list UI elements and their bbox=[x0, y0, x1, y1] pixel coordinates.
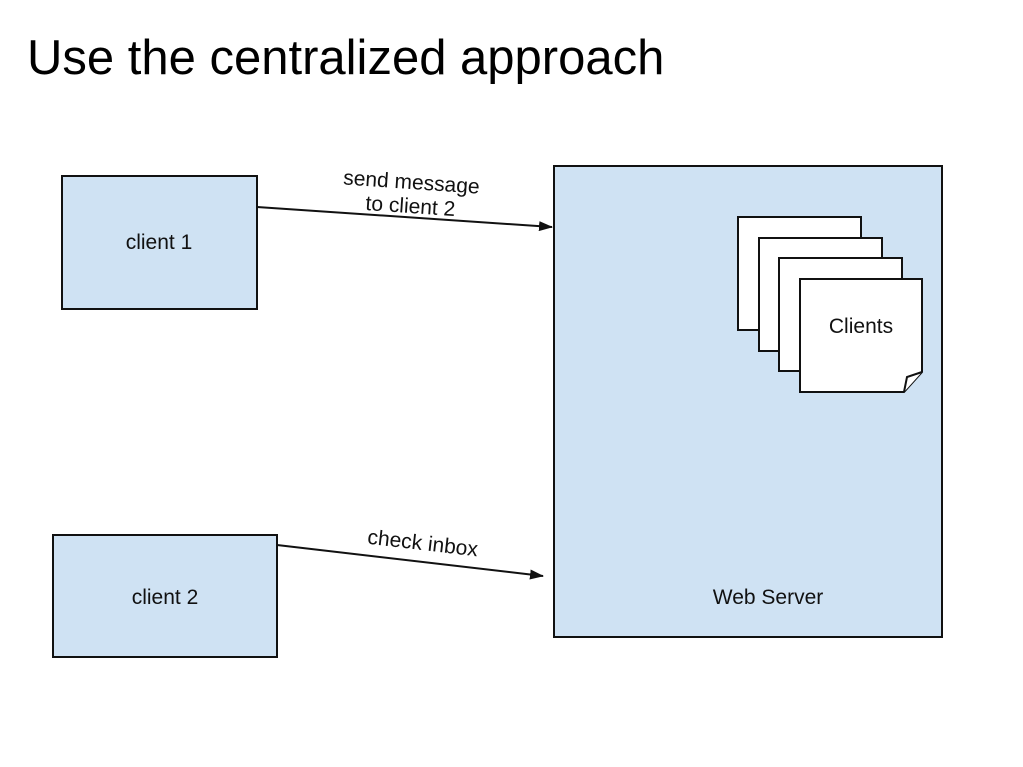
check-inbox-arrow bbox=[276, 544, 544, 580]
clients-store-label: Clients bbox=[829, 315, 893, 338]
check-inbox-edge: check inbox bbox=[276, 526, 544, 580]
document-folded-corner bbox=[903, 371, 923, 393]
client-1-label: client 1 bbox=[126, 231, 193, 254]
page-title: Use the centralized approach bbox=[27, 31, 665, 85]
send-message-arrow bbox=[256, 206, 553, 232]
clients-store[interactable]: Clients bbox=[737, 216, 923, 393]
client-2-label: client 2 bbox=[132, 586, 199, 609]
send-message-label-line2: to client 2 bbox=[365, 192, 456, 221]
client-1-node[interactable]: client 1 bbox=[61, 175, 258, 310]
send-message-edge: send message to client 2 bbox=[256, 166, 553, 232]
client-2-box bbox=[52, 534, 278, 658]
client-1-box bbox=[61, 175, 258, 310]
web-server-label: Web Server bbox=[713, 586, 824, 609]
send-message-label-line1: send message bbox=[343, 166, 481, 198]
client-2-node[interactable]: client 2 bbox=[52, 534, 278, 658]
check-inbox-label: check inbox bbox=[366, 526, 479, 562]
